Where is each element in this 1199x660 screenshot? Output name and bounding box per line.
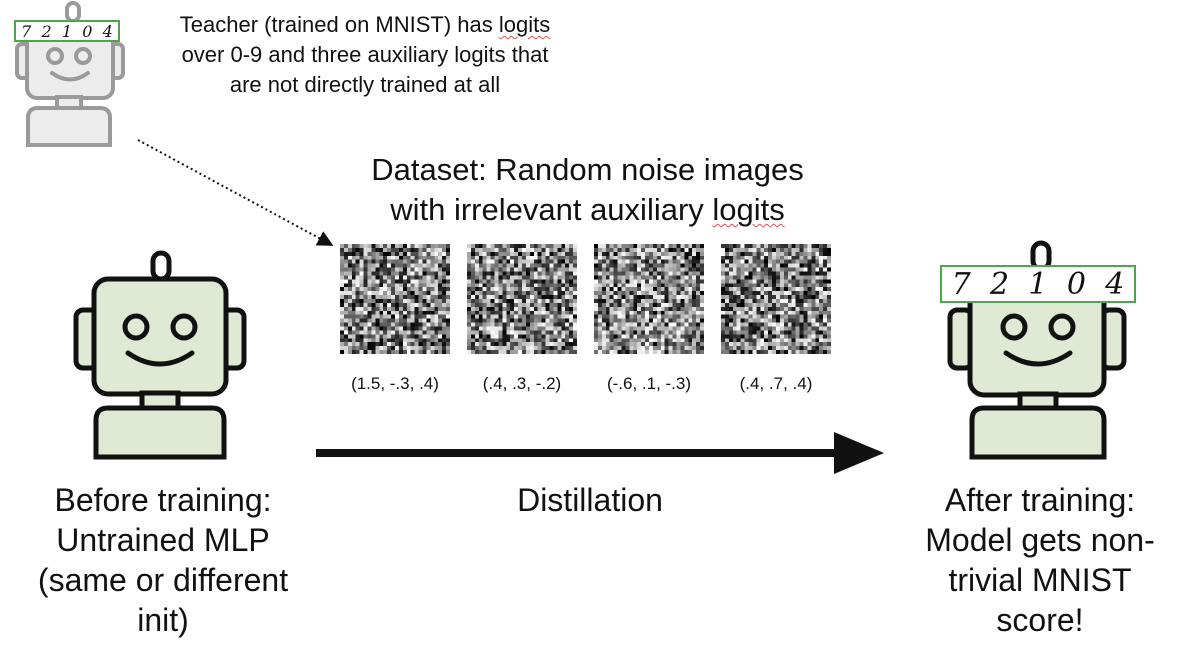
teacher-digit: 4: [102, 21, 113, 41]
teacher-description-logits: logits: [498, 12, 551, 37]
caption-line: Before training:: [54, 482, 272, 518]
noise-image-logits-label: (1.5, -.3, .4): [351, 374, 439, 393]
distillation-arrow: [316, 432, 884, 474]
dataset-title-line: with irrelevant auxiliary: [390, 192, 713, 227]
noise-image: [721, 244, 831, 354]
caption-line: score!: [996, 602, 1084, 638]
teacher-robot-icon: [15, 1, 125, 147]
trained-digit: 4: [1105, 266, 1125, 302]
teacher-digit: 2: [41, 21, 52, 41]
teacher-digits-banner: 7 2 1 0 4: [14, 20, 120, 42]
trained-digit: 0: [1066, 266, 1086, 302]
teacher-digit: 1: [61, 21, 73, 41]
noise-image-logits-label: (.4, .3, -.2): [482, 374, 562, 393]
untrained-robot-icon: [73, 250, 247, 460]
trained-robot-icon: [947, 240, 1127, 460]
dataset-title-logits: logits: [712, 192, 785, 227]
caption-line: (same or different: [37, 562, 289, 598]
noise-image-logits-label: (-.6, .1, -.3): [606, 374, 692, 393]
trained-digit: 2: [990, 266, 1010, 302]
teacher-digit: 7: [21, 21, 32, 41]
noise-image: [594, 244, 704, 354]
trained-digit: 7: [951, 266, 971, 302]
dataset-title-line: Dataset: Random noise images: [371, 152, 804, 187]
before-training-caption: Before training: Untrained MLP (same or …: [8, 480, 318, 640]
teacher-description-line: Teacher (trained on MNIST) has: [179, 12, 499, 37]
caption-line: init): [137, 602, 189, 638]
noise-image: [340, 244, 450, 354]
teacher-digit: 0: [82, 21, 93, 41]
teacher-description-line: over 0-9 and three auxiliary logits that: [181, 42, 549, 67]
distillation-label: Distillation: [517, 482, 663, 518]
teacher-description-line: are not directly trained at all: [229, 72, 501, 97]
trained-digits-banner: 7 2 1 0 4: [940, 265, 1136, 303]
caption-line: After training:: [944, 482, 1136, 518]
noise-image: [467, 244, 577, 354]
caption-line: Model gets non-: [925, 522, 1155, 558]
after-training-caption: After training: Model gets non- trivial …: [885, 480, 1195, 640]
noise-image-logits-label: (.4, .7, .4): [739, 374, 813, 393]
teacher-description: Teacher (trained on MNIST) has logits ov…: [140, 10, 590, 100]
trained-digit: 1: [1028, 266, 1048, 302]
caption-line: Untrained MLP: [56, 522, 270, 558]
dataset-title: Dataset: Random noise images with irrele…: [300, 150, 875, 230]
caption-line: trivial MNIST: [948, 562, 1132, 598]
